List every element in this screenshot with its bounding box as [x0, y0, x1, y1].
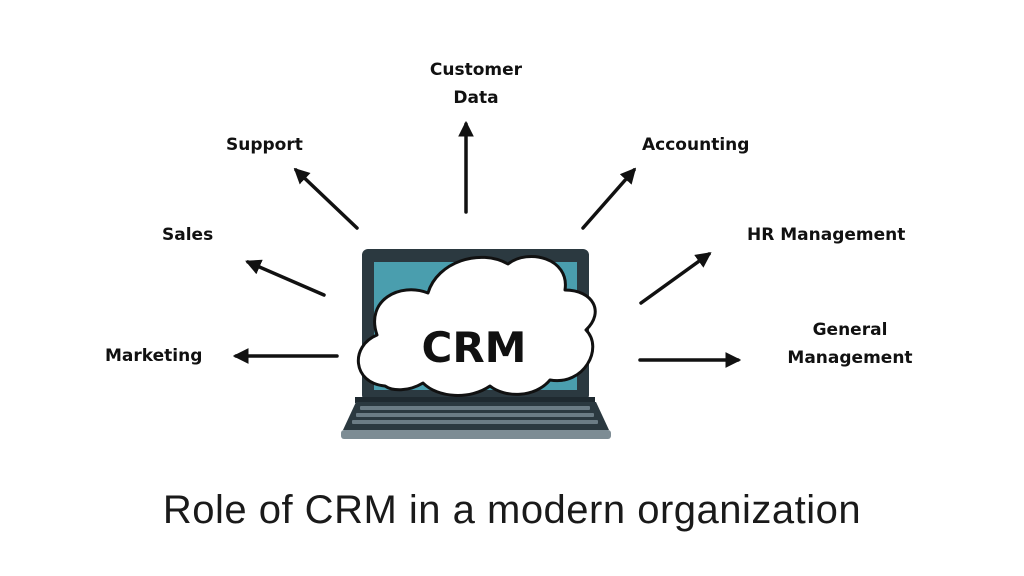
arrow-support: [293, 167, 359, 230]
node-support: Support: [226, 135, 303, 155]
laptop-hinge: [355, 397, 595, 403]
arrow-accounting: [581, 167, 637, 230]
center-label: CRM: [422, 323, 527, 372]
node-sales: Sales: [162, 225, 214, 245]
node-general-management: General Management: [787, 320, 913, 368]
node-customer-data: Customer Data: [429, 60, 523, 108]
cloud-icon: [357, 255, 597, 397]
node-marketing: Marketing: [105, 346, 203, 366]
keyboard: [352, 406, 598, 424]
arrows: [232, 120, 742, 368]
diagram-caption: Role of CRM in a modern organization: [162, 488, 862, 532]
node-hr-management: HR Management: [747, 225, 906, 245]
laptop-front-edge: [341, 430, 611, 439]
arrow-hr-management: [639, 252, 712, 305]
node-accounting: Accounting: [642, 135, 750, 155]
arrow-sales: [245, 259, 326, 297]
